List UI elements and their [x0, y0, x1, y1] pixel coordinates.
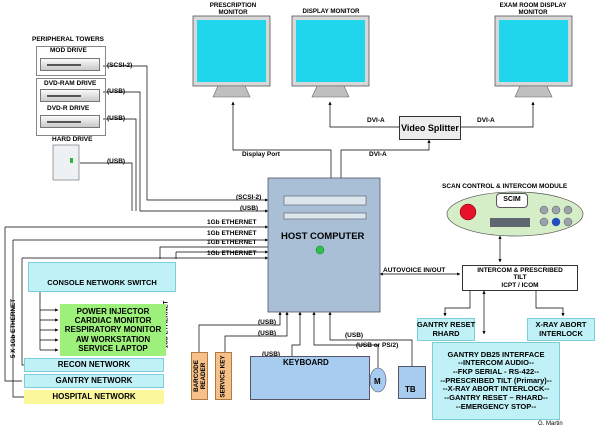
connected-devices-box: POWER INJECTOR CARDIAC MONITOR RESPIRATO…: [60, 304, 166, 356]
intercom-subtitle: ICPT / ICOM: [501, 281, 539, 289]
trackball-label: TB: [405, 385, 416, 394]
keyboard-panel: [250, 356, 370, 400]
usb-label-2: (USB): [258, 330, 277, 337]
usb-ps2-label: (USB or PS/2): [356, 342, 399, 349]
autovoice-label: AUTOVOICE IN/OUT: [383, 267, 446, 274]
exam-room-monitor-label: EXAM ROOM DISPLAY MONITOR: [499, 2, 567, 17]
gantry-db25-box: GANTRY DB25 INTERFACE --INTERCOM AUDIO--…: [432, 342, 560, 420]
switch-ports-label: 5 X 1Gb ETHERNET: [10, 298, 18, 358]
usb-label-1: (USB): [258, 319, 277, 326]
recon-network-box: RECON NETWORK: [24, 358, 164, 372]
mod-drive-icon: [40, 58, 100, 71]
dvd-ram-drive-label: DVD-RAM DRIVE: [44, 80, 97, 87]
host-input-ethernet-2: 1Gb ETHERNET: [207, 230, 257, 237]
display-monitor-label: DISPLAY MONITOR: [302, 8, 360, 15]
scim-badge: SCIM: [496, 193, 528, 208]
host-input-scsi: (SCSI-2): [236, 194, 262, 201]
keyboard-label: KEYBOARD: [283, 358, 329, 367]
console-switch-box: CONSOLE NETWORK SWITCH: [28, 262, 176, 292]
scim-module-title: SCAN CONTROL & INTERCOM MODULE: [442, 183, 568, 190]
hard-drive-link: (USB): [107, 158, 126, 165]
mouse-label: M: [374, 377, 381, 386]
dvd-r-link: (USB): [107, 115, 126, 122]
usb-label-mouse: (USB): [345, 332, 364, 339]
console-switch-title: CONSOLE NETWORK SWITCH: [47, 278, 157, 288]
peripheral-towers-title: PERIPHERAL TOWERS: [32, 36, 104, 43]
author-credit: G. Martin: [538, 421, 563, 427]
xray-abort-box: X-RAY ABORT INTERLOCK: [527, 318, 595, 341]
usb-label-keyboard: (USB): [262, 351, 281, 358]
dvi-a-host-label: DVI-A: [369, 151, 387, 158]
host-input-ethernet-4: 1Gb ETHERNET: [207, 250, 257, 257]
mod-drive-tower: [36, 46, 106, 76]
dvi-a-exam-label: DVI-A: [477, 117, 495, 124]
dvd-tower: [36, 78, 106, 136]
trackball-panel: [398, 366, 426, 399]
video-splitter: Video Splitter: [399, 116, 461, 140]
host-computer-title: HOST COMPUTER: [281, 231, 365, 242]
dvd-ram-drive-icon: [40, 89, 100, 102]
intercom-title: INTERCOM & PRESCRIBED TILT: [477, 266, 563, 282]
dvd-ram-link: (USB): [107, 88, 126, 95]
display-port-label: Display Port: [242, 151, 280, 158]
mod-drive-label: MOD DRIVE: [50, 47, 87, 54]
prescription-monitor-label: PRESCRIPTION MONITOR: [209, 2, 257, 17]
hospital-network-box: HOSPITAL NETWORK: [24, 390, 164, 404]
hard-drive-label: HARD DRIVE: [52, 136, 93, 143]
barcode-reader: BARCODE READER: [191, 352, 208, 400]
gantry-reset-box: GANTRY RESET RHARD: [417, 318, 475, 341]
mod-drive-link: (SCSI-2): [107, 62, 133, 69]
host-input-ethernet-1: 1Gb ETHERNET: [207, 219, 257, 226]
intercom-box: INTERCOM & PRESCRIBED TILT ICPT / ICOM: [462, 265, 578, 291]
host-input-usb: (USB): [240, 205, 259, 212]
monitor-shapes: [192, 15, 573, 98]
dvi-a-display-label: DVI-A: [367, 117, 385, 124]
service-key: SERVICE KEY: [215, 352, 232, 400]
gantry-network-box: GANTRY NETWORK: [24, 374, 164, 388]
dvd-r-drive-label: DVD-R DRIVE: [47, 105, 90, 112]
host-input-ethernet-3: 1Gb ETHERNET: [207, 239, 257, 246]
dvd-r-drive-icon: [40, 115, 100, 128]
